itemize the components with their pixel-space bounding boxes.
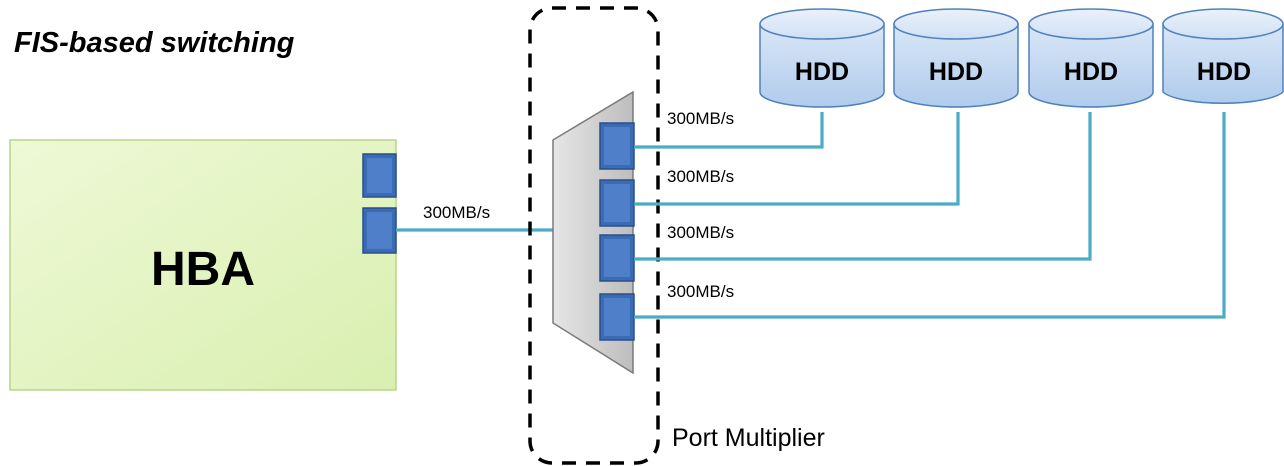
hdd-link-2 xyxy=(634,112,960,206)
hdd-link-4-speed: 300MB/s xyxy=(667,282,734,301)
hba-link-speed: 300MB/s xyxy=(423,203,490,222)
hdd-link-3-speed: 300MB/s xyxy=(667,223,734,242)
hba-box xyxy=(9,139,397,391)
mux-port-1 xyxy=(599,122,635,170)
hdd-label: HDD xyxy=(929,58,983,86)
hdd-link-2-speed: 300MB/s xyxy=(667,167,734,186)
hdd-link-3 xyxy=(634,112,1092,261)
cylinder-disk-icon xyxy=(893,23,1019,108)
diagram-title: FIS-based switching xyxy=(14,27,295,59)
port-multiplier-label: Port Multiplier xyxy=(672,424,825,452)
hdd-label: HDD xyxy=(1197,58,1251,86)
hba-label: HBA xyxy=(151,243,255,296)
hdd-drive-3: HDD xyxy=(1028,8,1154,108)
hdd-drive-1: HDD xyxy=(759,8,885,108)
cylinder-disk-icon xyxy=(759,23,885,108)
port-multiplier-boundary xyxy=(528,6,660,465)
cylinder-disk-icon xyxy=(1162,23,1284,104)
mux-port-2 xyxy=(599,179,635,227)
mux-port-3 xyxy=(599,234,635,282)
mux-port-4 xyxy=(599,293,635,341)
hba-port-2 xyxy=(362,207,397,254)
hdd-drive-4: HDD xyxy=(1162,8,1284,104)
hdd-link-1 xyxy=(634,112,824,149)
hdd-link-4 xyxy=(634,112,1226,319)
hdd-label: HDD xyxy=(1064,58,1118,86)
hdd-drive-2: HDD xyxy=(893,8,1019,108)
cylinder-disk-icon xyxy=(1028,23,1154,108)
hdd-link-1-speed: 300MB/s xyxy=(667,109,734,128)
hba-card: HBA xyxy=(9,139,397,391)
hdd-label: HDD xyxy=(795,58,849,86)
hba-port-1 xyxy=(362,153,397,198)
